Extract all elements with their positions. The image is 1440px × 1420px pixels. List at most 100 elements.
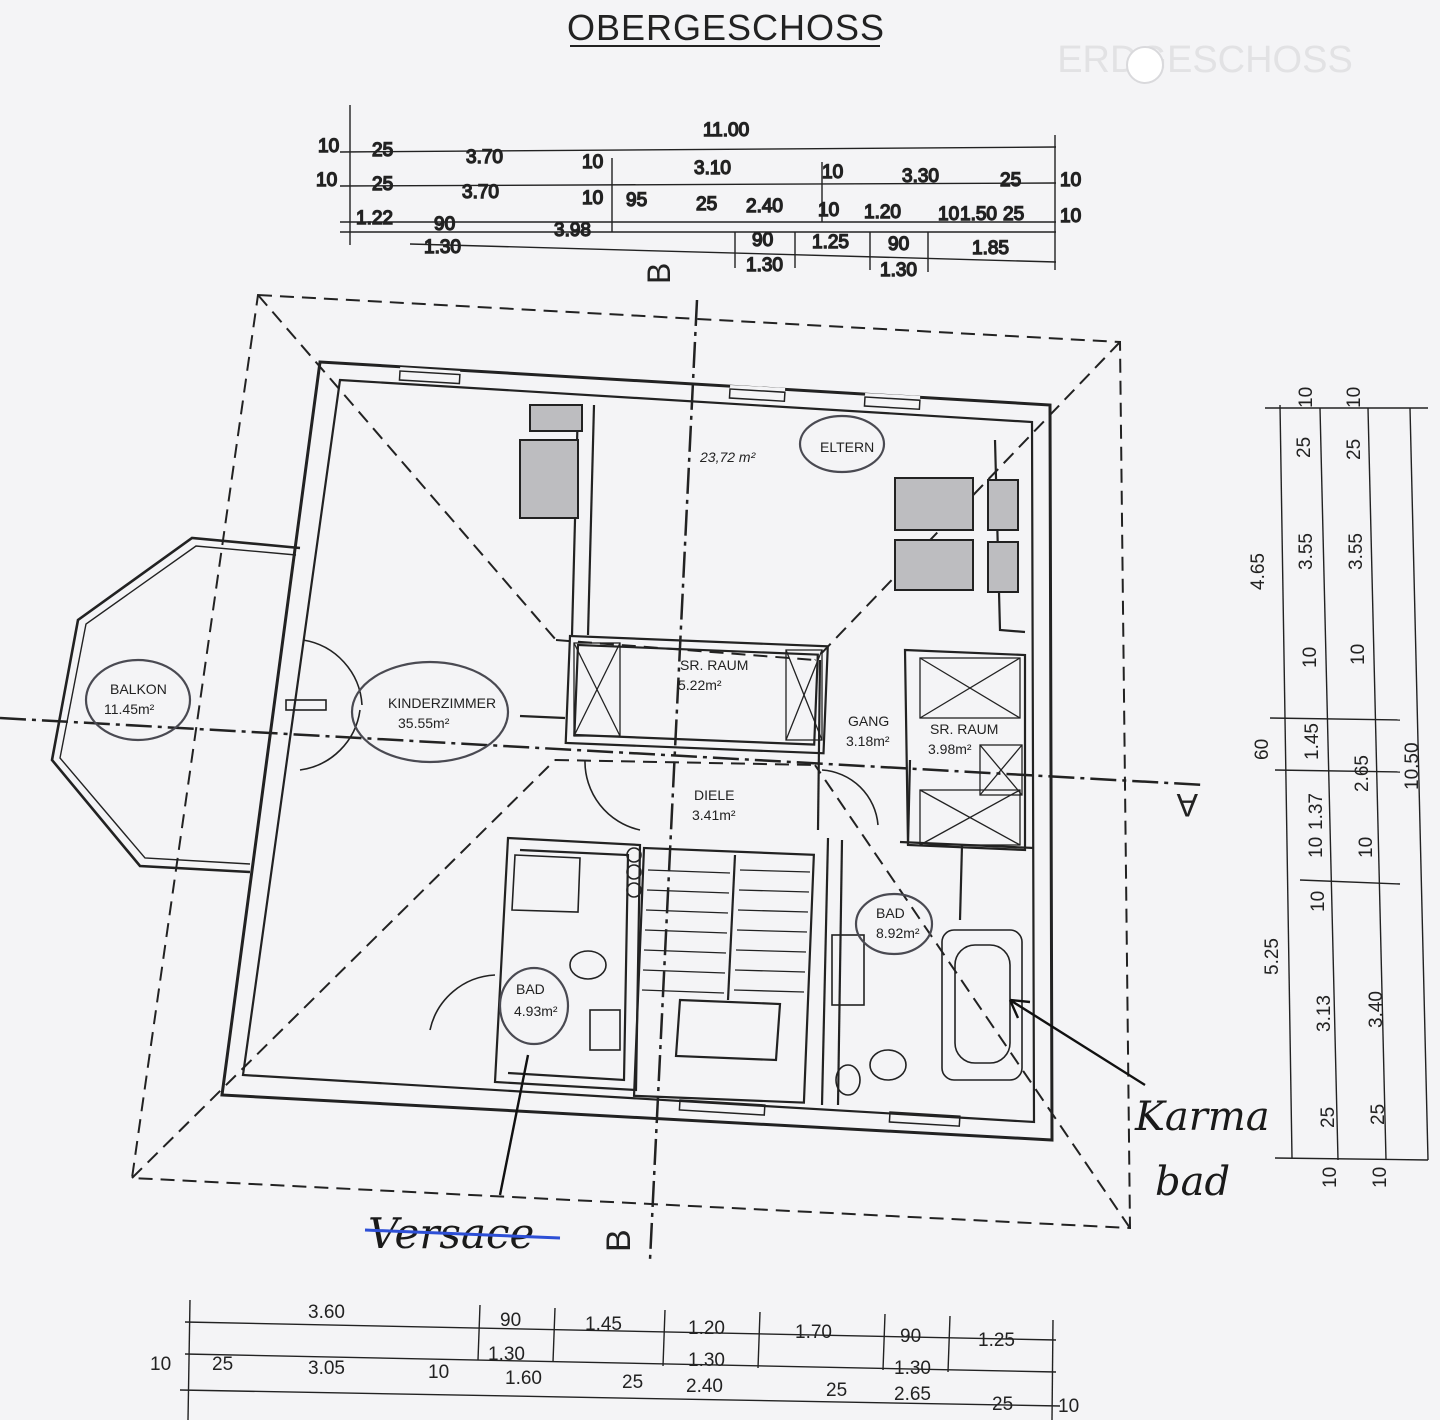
dim-bot-r2-8: 2.65 [894, 1384, 931, 1405]
pillow-top [987, 479, 1019, 531]
dim-top-r1-7: 25 [1000, 170, 1021, 191]
dim-right-a-6: 10 [1306, 837, 1327, 858]
dim-top-r3-4: 90 [752, 230, 773, 251]
dim-bot-r1-5: 1.30 [688, 1350, 725, 1371]
dim-top-r1-6: 3.30 [902, 166, 939, 187]
dim-right-b-3: 10 [1348, 644, 1369, 665]
dim-bot-r2-7: 25 [826, 1380, 847, 1401]
dim-bot-r2-10: 10 [1058, 1396, 1079, 1417]
dim-bot-r2-2: 3.05 [308, 1358, 345, 1379]
dim-right-b-6: 3.40 [1366, 991, 1387, 1028]
dim-top-r2-10: 1.50 [960, 204, 997, 225]
beds [519, 404, 1019, 593]
room-sr-raum-2-name: SR. RAUM [930, 721, 998, 737]
dim-top-r2-2: 3.70 [462, 182, 499, 203]
note-bad: bad [1155, 1159, 1230, 1205]
dim-right-a-7: 10 [1308, 891, 1329, 912]
dim-bot-r1-6: 1.70 [795, 1322, 832, 1343]
doors [285, 639, 879, 1031]
dim-top-r3-1: 90 [434, 214, 455, 235]
room-eltern-name: ELTERN [820, 439, 874, 455]
dim-right-a-3: 10 [1300, 647, 1321, 668]
dim-bot-r2-0: 10 [150, 1354, 171, 1375]
dim-bot-r1-9: 1.25 [978, 1330, 1015, 1351]
room-bad-large-area: 8.92m² [876, 925, 920, 941]
room-bad-large-name: BAD [876, 905, 905, 921]
dim-top-r1-4: 3.10 [694, 158, 731, 179]
section-label-b-bottom: B [600, 1229, 638, 1252]
dim-bot-r2-3: 10 [428, 1362, 449, 1383]
room-balkon-name: BALKON [110, 681, 167, 697]
stair-treads [641, 869, 811, 994]
room-balkon: BALKON 11.45m² [84, 658, 192, 742]
right-dimension-labels: 10 25 3.55 10 1.45 1.37 10 10 3.13 25 10… [1248, 387, 1423, 1188]
room-sr-raum-1-name: SR. RAUM [680, 657, 748, 673]
dim-top-r2-3: 10 [582, 188, 603, 209]
dim-right-c-2: 5.25 [1262, 938, 1283, 975]
dim-right-a-5: 1.37 [1306, 793, 1327, 830]
bottom-dimension-labels: 3.60 90 1.30 1.45 1.20 1.30 1.70 90 1.30… [150, 1302, 1079, 1417]
dim-bot-r1-4: 1.20 [688, 1318, 725, 1339]
room-sr-raum-1: SR. RAUM 5.22m² [678, 657, 748, 693]
dim-top-r3-0: 1.22 [356, 208, 393, 229]
dim-right-b-7: 25 [1368, 1104, 1389, 1125]
room-diele: DIELE 3.41m² [692, 787, 736, 823]
dim-right-b-5: 10 [1356, 837, 1377, 858]
bathtub [941, 929, 1023, 1081]
dim-top-r2-0: 10 [316, 170, 337, 191]
child-pillow [529, 404, 583, 432]
right-dimensions [1265, 404, 1429, 1161]
dim-top-r1-2: 3.70 [466, 147, 503, 168]
dim-bot-r1-7: 90 [900, 1326, 921, 1347]
dim-top-r3-9: 1.85 [972, 238, 1009, 259]
dim-top-r3-2: 1.30 [424, 237, 461, 258]
karma-pointer [1008, 998, 1146, 1087]
dim-top-r3-5: 1.30 [746, 255, 783, 276]
dim-bot-r2-5: 25 [622, 1372, 643, 1393]
room-gang: GANG 3.18m² [846, 713, 890, 749]
dim-bot-r1-0: 3.60 [308, 1302, 345, 1323]
dim-top-r1-3: 10 [582, 152, 603, 173]
room-sr-raum-2: SR. RAUM 3.98m² [928, 721, 998, 757]
versace-strike [364, 1228, 561, 1240]
dim-top-r1-5: 10 [822, 162, 843, 183]
toilet-large [869, 1049, 907, 1081]
dim-right-total: 10.50 [1402, 742, 1423, 790]
bidet [835, 1064, 861, 1096]
plan-title: OBERGESCHOSS [567, 7, 885, 48]
room-kinderzimmer-area: 35.55m² [398, 715, 450, 731]
dim-top-r3-6: 1.25 [812, 232, 849, 253]
dim-top-r2-1: 25 [372, 174, 393, 195]
child-bed [519, 439, 579, 519]
note-karma: Karma [1134, 1094, 1270, 1140]
parent-bed-top [894, 477, 974, 531]
dim-top-r2-12: 10 [1060, 206, 1081, 227]
shower-tray [511, 854, 581, 913]
room-bad-small: BAD 4.93m² [498, 966, 570, 1046]
dim-bot-r2-6: 2.40 [686, 1376, 723, 1397]
dim-right-b-8: 10 [1370, 1167, 1391, 1188]
dim-top-r1-1: 25 [372, 140, 393, 161]
dim-top-r2-11: 25 [1003, 204, 1024, 225]
dim-bot-r1-2: 1.30 [488, 1344, 525, 1365]
versace-pointer [498, 1054, 530, 1196]
dim-bot-r2-9: 25 [992, 1394, 1013, 1415]
room-labels: BALKON 11.45m² KINDERZIMMER 35.55m² ELTE… [84, 414, 998, 1046]
dim-top-r2-7: 10 [818, 200, 839, 221]
sink-small [589, 1009, 621, 1051]
dim-top-r3-3: 3.98 [554, 220, 591, 241]
wardrobe-marks [573, 642, 1023, 846]
plan-title-text: OBERGESCHOSS [567, 7, 885, 48]
section-label-a: A [1176, 787, 1198, 823]
top-dimensions: 11.00 10 25 3.70 10 3.10 10 3.30 25 10 1… [315, 105, 1082, 282]
dim-bot-r1-3: 1.45 [585, 1314, 622, 1335]
dim-top-r2-9: 10 [938, 204, 959, 225]
dim-top-total: 11.00 [703, 120, 749, 141]
dim-right-b-2: 3.55 [1346, 533, 1367, 570]
dim-top-r2-5: 25 [696, 194, 717, 215]
dim-top-r2-4: 95 [626, 190, 647, 211]
room-bad-small-name: BAD [516, 981, 545, 997]
room-diele-name: DIELE [694, 787, 734, 803]
dim-bot-r1-8: 1.30 [894, 1358, 931, 1379]
